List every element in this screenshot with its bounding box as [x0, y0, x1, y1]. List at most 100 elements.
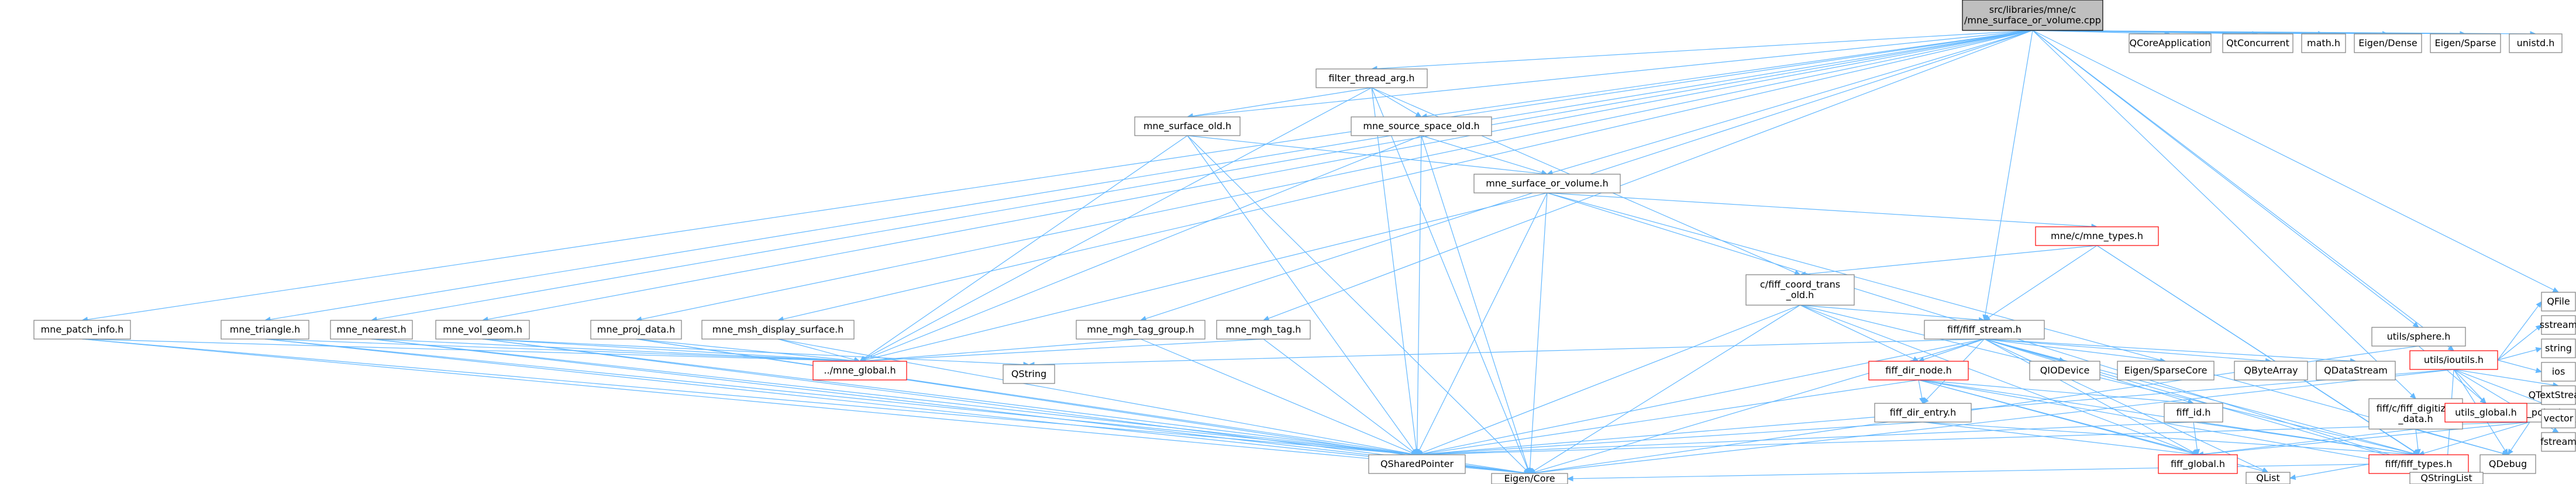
node-mne-proj-data[interactable]: mne_proj_data.h	[590, 320, 682, 340]
node-label: _old.h	[1786, 289, 1814, 301]
node-label: mne_mgh_tag_group.h	[1087, 324, 1194, 336]
node-box	[1315, 68, 1428, 88]
node-mne-vol-geom[interactable]: mne_vol_geom.h	[435, 320, 530, 340]
edge-mne_surface_or_volume-to-qsharedpointer	[1416, 192, 1548, 456]
node-label: utils/sphere.h	[2387, 331, 2451, 342]
node-filter-thread-arg[interactable]: filter_thread_arg.h	[1315, 68, 1428, 88]
node-box	[1134, 116, 1241, 136]
node-box	[701, 320, 855, 340]
node-math[interactable]: math.h	[2301, 33, 2346, 53]
node-mne-mgh-tag[interactable]: mne_mgh_tag.h	[1216, 320, 1311, 340]
node-label: _data.h	[2398, 413, 2433, 425]
node-label: QFile	[2547, 296, 2570, 307]
node-box	[1745, 274, 1855, 306]
node-qstring[interactable]: QString	[1003, 364, 1055, 384]
node-mne-surface-old[interactable]: mne_surface_old.h	[1134, 116, 1241, 136]
node-utils-sphere[interactable]: utils/sphere.h	[2371, 327, 2466, 347]
node-label: QSharedPointer	[1380, 458, 1454, 469]
node-label: QtConcurrent	[2226, 37, 2289, 49]
node-box	[2368, 454, 2469, 474]
node-mne-types[interactable]: mne/c/mne_types.h	[2035, 226, 2159, 246]
node-mne-patch-info[interactable]: mne_patch_info.h	[33, 320, 131, 340]
node-qbytearray[interactable]: QByteArray	[2234, 361, 2308, 381]
node-label: QDebug	[2489, 458, 2527, 469]
node-qtconcurrent[interactable]: QtConcurrent	[2222, 33, 2293, 53]
node-eigen-sparsecore[interactable]: Eigen/SparseCore	[2117, 361, 2215, 381]
node-label: Eigen/SparseCore	[2124, 365, 2207, 376]
node-fiff-id[interactable]: fiff_id.h	[2164, 403, 2223, 423]
node-string[interactable]: string	[2541, 338, 2576, 358]
node-mne-msh-display-surface[interactable]: mne_msh_display_surface.h	[701, 320, 855, 340]
node-qstringlist[interactable]: QStringList	[2409, 472, 2484, 484]
node-box	[2541, 409, 2576, 428]
node-qiodevice[interactable]: QIODevice	[2029, 361, 2100, 381]
node-label: Eigen/Core	[1504, 473, 1555, 484]
node-fstream[interactable]: fstream	[2540, 432, 2576, 452]
edge-fiff_stream-to-qstring	[1028, 338, 1985, 368]
node-box	[2246, 472, 2291, 484]
node-label: QStringList	[2420, 472, 2472, 483]
node-mne-triangle[interactable]: mne_triangle.h	[221, 320, 309, 340]
node-label: utils_global.h	[2455, 407, 2517, 419]
node-fiff-stream[interactable]: fiff/fiff_stream.h	[1924, 320, 2045, 340]
node-mne-global[interactable]: ../mne_global.h	[812, 361, 907, 381]
node-mne-mgh-tag-group[interactable]: mne_mgh_tag_group.h	[1076, 320, 1206, 340]
node-qcoreapplication[interactable]: QCoreApplication	[2129, 33, 2212, 53]
node-qdebug[interactable]: QDebug	[2479, 454, 2536, 474]
node-eigen-core[interactable]: Eigen/Core	[1491, 473, 1568, 484]
node-qsharedpointer[interactable]: QSharedPointer	[1368, 454, 1466, 474]
node-label: src/libraries/mne/c	[1989, 4, 2076, 15]
node-qfile[interactable]: QFile	[2541, 292, 2576, 312]
node-label: mne_surface_or_volume.h	[1486, 178, 1609, 189]
node-box	[2316, 361, 2396, 381]
node-unistd[interactable]: unistd.h	[2509, 33, 2563, 53]
node-label: mne_nearest.h	[336, 324, 406, 336]
node-label: math.h	[2307, 37, 2340, 49]
edge-root-to-qfile	[2032, 30, 2560, 293]
node-mne-source-space-old[interactable]: mne_source_space_old.h	[1351, 116, 1492, 136]
edge-root-to-utils_sphere	[2032, 30, 2419, 328]
node-box	[2541, 292, 2576, 312]
node-box	[2164, 403, 2223, 423]
edge-root-to-mne_surface_or_volume	[1546, 30, 2033, 175]
node-box	[435, 320, 530, 340]
node-fiff-types[interactable]: fiff/fiff_types.h	[2368, 454, 2469, 474]
edge-fiff_stream-to-fiff_dir_node	[1917, 338, 1985, 362]
node-label: ../mne_global.h	[824, 365, 896, 376]
node-vector[interactable]: vector	[2541, 409, 2576, 428]
node-eigen-sparse[interactable]: Eigen/Sparse	[2430, 33, 2501, 53]
node-qlist[interactable]: QList	[2246, 472, 2291, 484]
node-qdatastream[interactable]: QDataStream	[2316, 361, 2396, 381]
node-label: QTextStream	[2529, 389, 2576, 400]
node-utils-global[interactable]: utils_global.h	[2444, 403, 2527, 423]
edge-fiff_stream-to-qsharedpointer	[1416, 338, 1985, 457]
edge-utils_ioutils-to-sstream	[2497, 324, 2542, 361]
edge-fiff_dig_point-to-qdebug	[2507, 421, 2530, 456]
node-label: mne_surface_old.h	[1144, 120, 1231, 132]
node-mne-nearest[interactable]: mne_nearest.h	[330, 320, 413, 340]
node-eigen-dense[interactable]: Eigen/Dense	[2354, 33, 2422, 53]
node-fiff-dir-node[interactable]: fiff_dir_node.h	[1868, 361, 1969, 381]
node-utils-ioutils[interactable]: utils/ioutils.h	[2409, 350, 2498, 370]
node-sstream[interactable]: sstream	[2540, 315, 2576, 335]
node-label: QCoreApplication	[2129, 37, 2210, 49]
node-fiff-dir-entry[interactable]: fiff_dir_entry.h	[1874, 403, 1972, 423]
node-label: QIODevice	[2040, 365, 2090, 376]
node-box	[1868, 361, 1969, 381]
node-box	[1491, 473, 1568, 484]
edge-root-to-fiff_stream	[1982, 30, 2033, 321]
node-fiff-global[interactable]: fiff_global.h	[2158, 454, 2238, 474]
edge-fiff_id-to-fiff_global	[2193, 421, 2200, 456]
node-label: mne/c/mne_types.h	[2051, 230, 2143, 242]
node-label: sstream	[2540, 319, 2576, 330]
node-fiff-coord-trans-old[interactable]: c/fiff_coord_trans_old.h	[1745, 274, 1855, 306]
node-ios[interactable]: ios	[2541, 362, 2576, 382]
edge-mne_patch_info-to-qsharedpointer	[82, 338, 1418, 457]
node-box	[1962, 0, 2103, 31]
node-box	[2541, 432, 2576, 452]
node-root[interactable]: src/libraries/mne/c/mne_surface_or_volum…	[1962, 0, 2103, 31]
edge-root-to-utils_ioutils	[2032, 30, 2454, 351]
node-mne-surface-or-volume[interactable]: mne_surface_or_volume.h	[1473, 174, 1621, 193]
node-qtextstream[interactable]: QTextStream	[2529, 385, 2576, 405]
